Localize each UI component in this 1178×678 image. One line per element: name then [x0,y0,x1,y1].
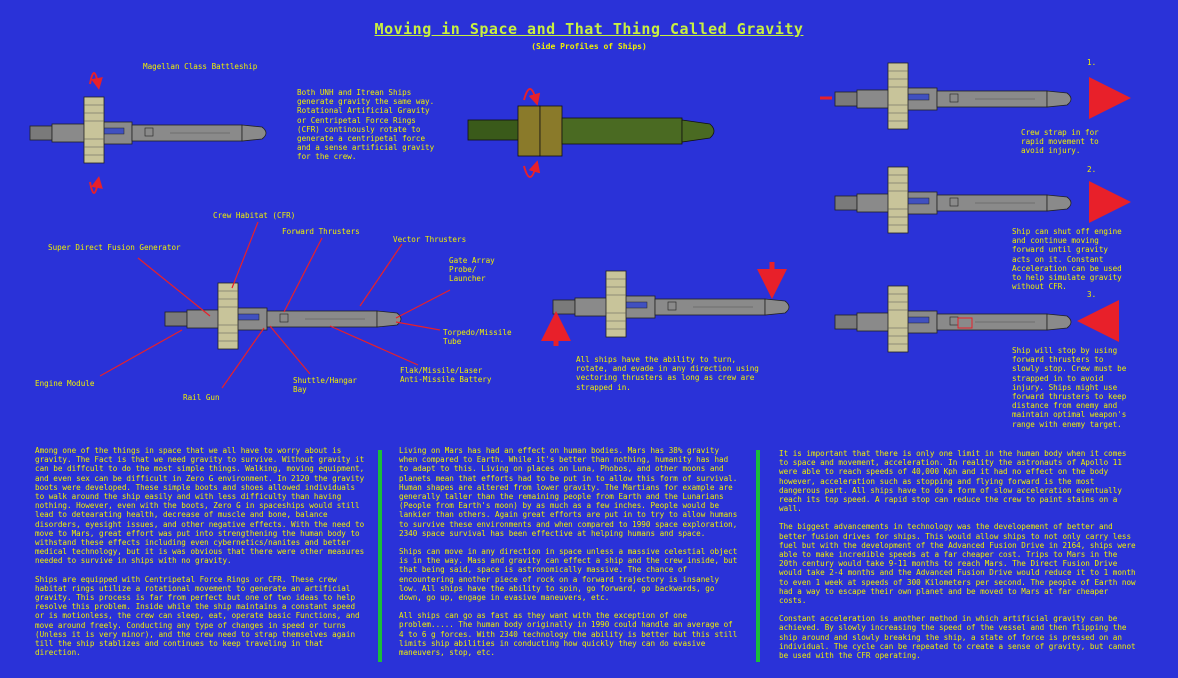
step3-number: 3. [1087,290,1097,299]
gravity-note: Both UNH and Itrean Ships generate gravi… [297,88,435,162]
text-column-right: It is important that there is only one l… [779,449,1139,669]
step1-number: 1. [1087,58,1097,67]
column-divider-right [756,450,760,662]
vectoring-ship-diagram [541,262,790,346]
paragraph: Constant acceleration is another method … [779,614,1136,661]
paragraph: Ships are equipped with Centripetal Forc… [35,574,360,658]
vector-thrusters-label: Vector Thrusters [393,235,467,244]
magellan-label: Magellan Class Battleship [143,62,258,71]
paragraph: All ships can go as fast as they want wi… [399,611,738,658]
engine-module-label: Engine Module [35,379,95,388]
page-subtitle: (Side Profiles of Ships) [531,42,647,51]
magellan-ship-diagram [29,72,267,194]
rail-gun-label: Rail Gun [183,393,220,402]
text-column-left: Among one of the things in space that we… [35,446,365,666]
step1-note: Crew strap in for rapid movement to avoi… [1021,128,1099,156]
text-column-middle: Living on Mars has had an effect on huma… [399,446,739,666]
paragraph: The biggest advancements in technology w… [779,522,1136,606]
gate-array-label: Gate Array Probe/ Launcher [449,256,495,284]
crew-habitat-label: Crew Habitat (CFR) [213,211,296,220]
step2-number: 2. [1087,165,1097,174]
step2-ship-diagram [834,166,1131,234]
paragraph: Among one of the things in space that we… [35,446,365,566]
column-divider-left [378,450,382,662]
step3-ship-diagram [834,285,1119,353]
fusion-generator-label: Super Direct Fusion Generator [48,243,181,252]
paragraph: Ships can move in any direction in space… [399,547,738,603]
vectoring-note: All ships have the ability to turn, rota… [576,355,759,392]
green-ship-diagram [467,88,715,178]
step1-ship-diagram [820,62,1131,130]
labeled-ship-diagram [99,221,451,389]
step2-note: Ship can shut off engine and continue mo… [1012,227,1122,292]
paragraph: It is important that there is only one l… [779,449,1127,514]
shuttle-bay-label: Shuttle/Hangar Bay [293,376,358,395]
torpedo-label: Torpedo/Missile Tube [443,328,512,347]
page-title: Moving in Space and That Thing Called Gr… [374,20,804,38]
step3-note: Ship will stop by using forward thruster… [1012,346,1127,429]
forward-thrusters-label: Forward Thrusters [282,227,360,236]
paragraph: Living on Mars has had an effect on huma… [399,446,738,538]
flak-label: Flak/Missile/Laser Anti-Missile Battery [400,366,492,385]
